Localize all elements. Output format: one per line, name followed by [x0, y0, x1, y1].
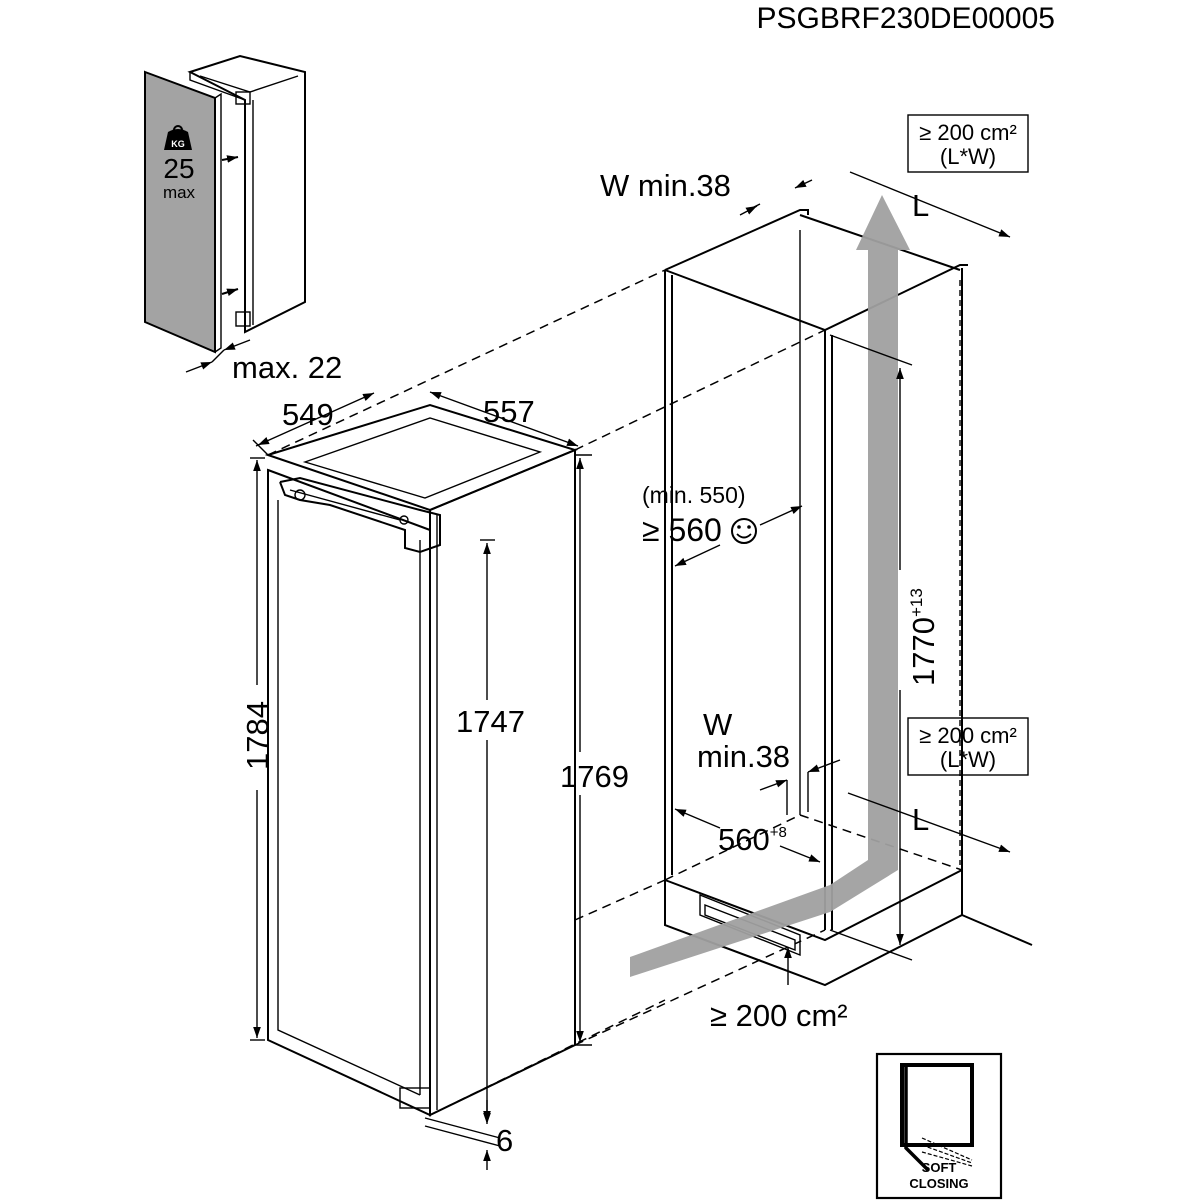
- niche-height-tolerance: +13: [907, 588, 926, 617]
- weight-icon: KG: [164, 125, 192, 150]
- niche-height-value: 1770: [906, 617, 941, 686]
- bottom-length-label: L: [912, 802, 929, 837]
- top-vent-gap-label: W min.38: [600, 168, 731, 203]
- top-vent-formula: (L*W): [940, 144, 996, 169]
- top-length-label: L: [912, 188, 929, 223]
- bottom-gap-label: 6: [496, 1123, 513, 1158]
- top-vent-area: ≥ 200 cm²: [919, 120, 1017, 145]
- body-height-label: 1769: [560, 759, 629, 794]
- depth-label: 549: [282, 397, 334, 432]
- depth-recommended-label: ≥ 560: [642, 512, 722, 548]
- panel-thickness-label: max. 22: [232, 350, 342, 385]
- niche-drawing: W min.38 L ≥ 200 cm² (L*W) (min. 550) ≥ …: [600, 114, 1033, 1033]
- niche-height-label: 1770+13: [906, 588, 941, 686]
- bottom-gap-min-label: min.38: [697, 739, 790, 774]
- model-code: PSGBRF230DE00005: [756, 2, 1055, 35]
- bottom-gap-w-label: W: [703, 707, 733, 742]
- overall-height-label: 1784: [240, 701, 275, 770]
- appliance-drawing: 549 557 1784 1747 1769 6: [240, 269, 826, 1170]
- niche-width-tolerance: +8: [770, 824, 787, 841]
- airflow-arrow-icon: [630, 195, 910, 977]
- niche-width-label: 560+8: [718, 822, 787, 857]
- top-vent-box: [907, 114, 1029, 173]
- weight-value: 25: [163, 153, 194, 184]
- soft-closing-icon: SOFT CLOSING: [875, 1052, 1003, 1200]
- soft-closing-line2: CLOSING: [909, 1176, 968, 1191]
- niche-width-value: 560: [718, 822, 770, 857]
- door-height-label: 1747: [456, 704, 525, 739]
- weight-icon-text: KG: [171, 139, 185, 149]
- bottom-vent-area: ≥ 200 cm²: [919, 723, 1017, 748]
- depth-min-label: (min. 550): [642, 482, 746, 508]
- smiley-icon: [731, 518, 757, 544]
- plinth-vent-label: ≥ 200 cm²: [710, 998, 848, 1033]
- weight-unit: max: [163, 183, 196, 202]
- bottom-vent-box: [907, 717, 1029, 776]
- door-panel-detail: KG 25 max max. 22: [144, 54, 342, 385]
- soft-closing-line1: SOFT: [922, 1160, 957, 1175]
- door-panel: [144, 70, 216, 354]
- width-label: 557: [483, 394, 535, 429]
- bottom-vent-formula: (L*W): [940, 747, 996, 772]
